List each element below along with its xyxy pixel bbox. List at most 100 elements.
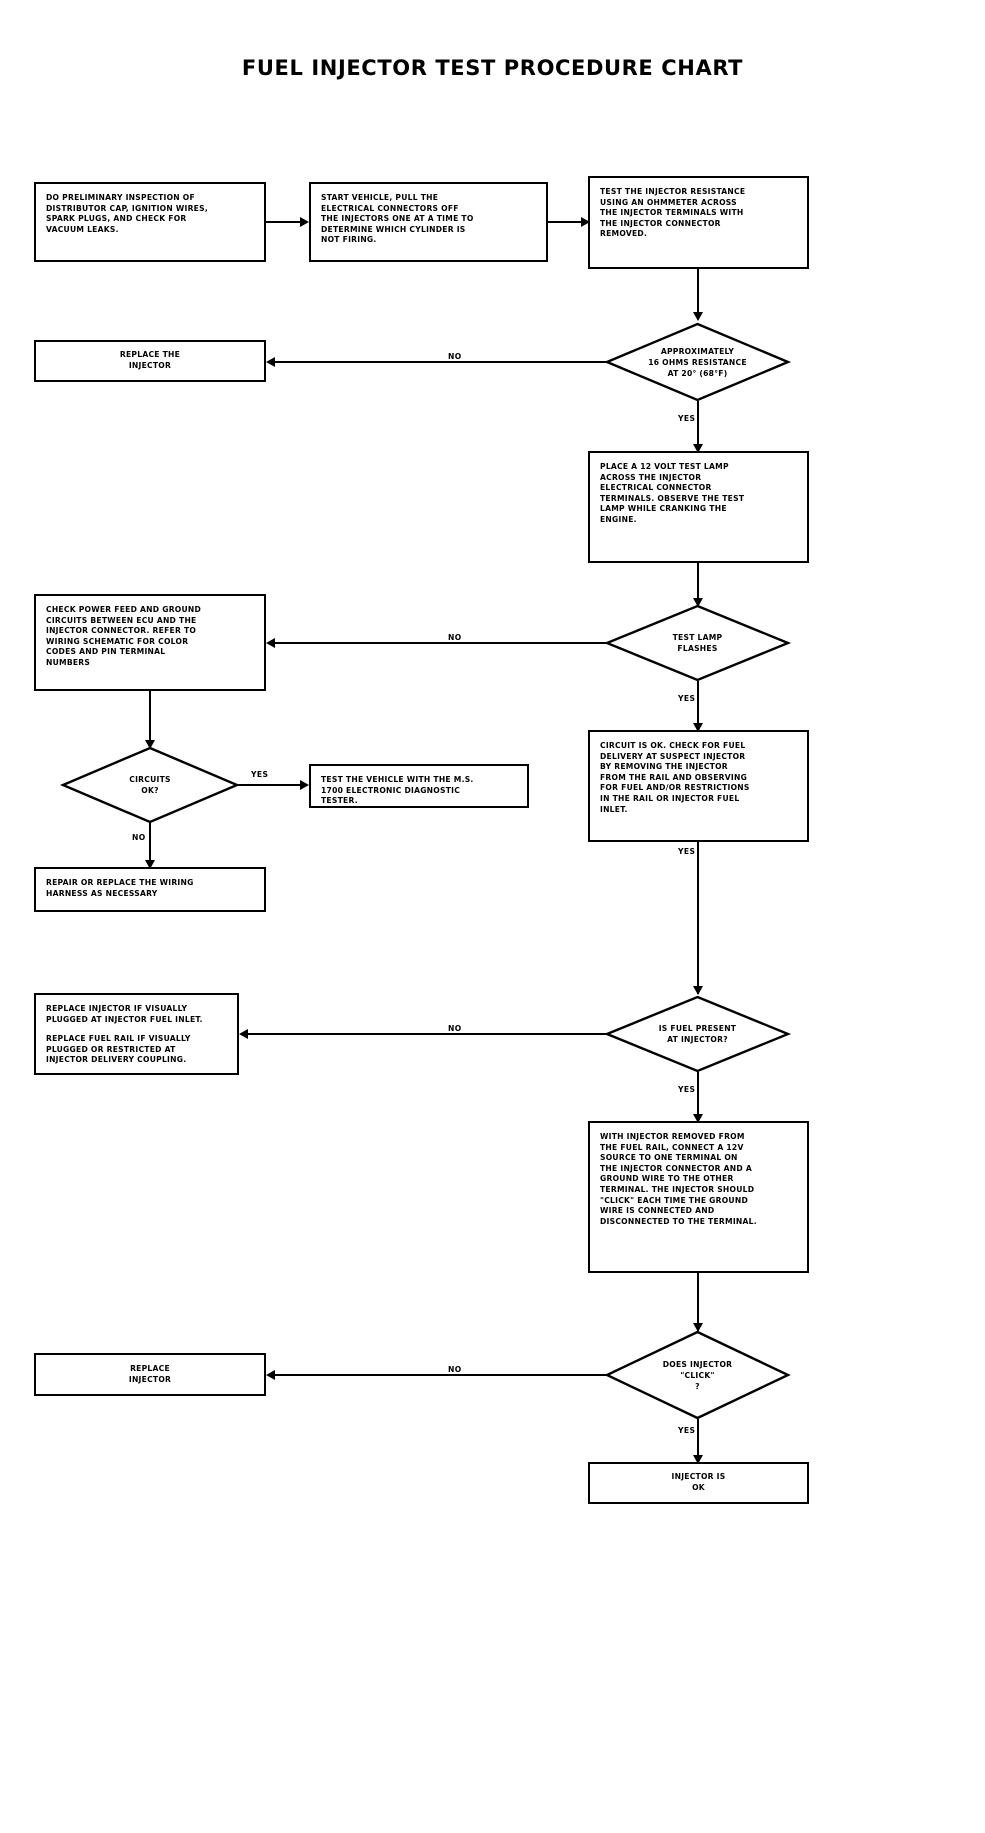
decision-injector-clicks: DOES INJECTOR "CLICK" ?	[604, 1330, 791, 1420]
arrowhead-icon	[693, 598, 703, 607]
arrowhead-icon	[300, 217, 309, 227]
arrowhead-icon	[693, 1323, 703, 1332]
node-text-line: BY REMOVING THE INJECTOR	[600, 762, 728, 772]
decision-text-line: 16 OHMS RESISTANCE	[648, 357, 747, 367]
node-text-line: REPLACE FUEL RAIL IF VISUALLY	[46, 1034, 191, 1044]
arrowhead-icon	[693, 986, 703, 995]
node-text-line: PLUGGED OR RESTRICTED AT	[46, 1044, 176, 1054]
node-text-line: DETERMINE WHICH CYLINDER IS	[321, 224, 466, 234]
node-ms1700-tester: TEST THE VEHICLE WITH THE M.S. 1700 ELEC…	[309, 764, 529, 808]
edge-label-yes: YES	[249, 770, 271, 779]
decision-test-lamp-flashes: TEST LAMP FLASHES	[603, 604, 792, 682]
node-text-line: THE INJECTORS ONE AT A TIME TO	[321, 214, 474, 224]
node-text-line: LAMP WHILE CRANKING THE	[600, 504, 727, 514]
node-text-line: INJECTOR	[128, 361, 172, 370]
node-text-line: HARNESS AS NECESSARY	[46, 888, 158, 898]
decision-text-line: AT INJECTOR?	[667, 1035, 728, 1044]
node-text-line: WIRING SCHEMATIC FOR COLOR	[46, 636, 189, 646]
node-check-power-feed: CHECK POWER FEED AND GROUND CIRCUITS BET…	[34, 594, 266, 691]
edge-label-no: NO	[446, 633, 464, 642]
decision-text-line: TEST LAMP	[672, 633, 723, 642]
node-text-line: FOR FUEL AND/OR RESTRICTIONS	[600, 783, 750, 793]
node-replace-injector-or-rail: REPLACE INJECTOR IF VISUALLY PLUGGED AT …	[34, 993, 239, 1075]
node-text-line: CODES AND PIN TERMINAL	[46, 647, 166, 657]
edge-d3-n8	[149, 823, 151, 868]
edge-label-no: NO	[446, 352, 464, 361]
node-check-fuel-delivery: CIRCUIT IS OK. CHECK FOR FUEL DELIVERY A…	[588, 730, 809, 842]
node-text-line: ENGINE.	[600, 514, 637, 524]
edge-n11-d5	[697, 1273, 699, 1331]
edge-label-yes: YES	[676, 1085, 698, 1094]
decision-text-line: "CLICK"	[680, 1370, 715, 1380]
node-text-line: THE INJECTOR CONNECTOR AND A	[600, 1163, 752, 1173]
node-text-line: SPARK PLUGS, AND CHECK FOR	[46, 214, 187, 224]
node-text-line: REPAIR OR REPLACE THE WIRING	[46, 878, 194, 887]
edge-label-yes: YES	[676, 1426, 698, 1435]
node-text-line: INJECTOR	[128, 1374, 172, 1384]
node-text-line: NOT FIRING.	[321, 235, 377, 245]
decision-text-line: ?	[695, 1381, 700, 1391]
edge-label-no: NO	[130, 833, 148, 842]
edge-n2-n3	[548, 221, 584, 223]
arrowhead-icon	[300, 780, 309, 790]
decision-text-line: APPROXIMATELY	[660, 346, 735, 356]
node-text-line: START VEHICLE, PULL THE	[321, 193, 439, 202]
node-text-line: TEST THE INJECTOR RESISTANCE	[600, 187, 746, 196]
node-text-line: GROUND WIRE TO THE OTHER	[600, 1174, 734, 1184]
node-text-line: TERMINALS. OBSERVE THE TEST	[600, 493, 745, 503]
edge-d1-n4	[271, 361, 607, 363]
arrowhead-icon	[239, 1029, 248, 1039]
node-text-line: PLACE A 12 VOLT TEST LAMP	[600, 462, 729, 471]
node-text-line: ELECTRICAL CONNECTOR	[600, 483, 712, 493]
edge-label-no: NO	[446, 1024, 464, 1033]
arrowhead-icon	[693, 1455, 703, 1464]
decision-text-line: OK?	[141, 786, 159, 795]
edge-d3-n7	[238, 784, 306, 786]
decision-fuel-present: IS FUEL PRESENT AT INJECTOR?	[603, 995, 792, 1073]
node-text-line: REPLACE	[130, 1363, 170, 1373]
edge-label-yes: YES	[676, 414, 698, 423]
edge-label-no: NO	[446, 1365, 464, 1374]
edge-d4-n11	[697, 1072, 699, 1122]
node-text-line: "CLICK" EACH TIME THE GROUND	[600, 1195, 749, 1205]
diamond-shape	[603, 995, 792, 1073]
node-repair-harness: REPAIR OR REPLACE THE WIRING HARNESS AS …	[34, 867, 266, 912]
node-text-line: INJECTOR DELIVERY COUPLING.	[46, 1055, 187, 1065]
edge-d5-n12	[271, 1374, 607, 1376]
arrowhead-icon	[693, 312, 703, 321]
node-text-line: 1700 ELECTRONIC DIAGNOSTIC	[321, 785, 461, 795]
edge-n5-d2	[697, 563, 699, 607]
node-text-line: REPLACE THE	[119, 350, 181, 360]
node-text-line: INJECTOR IS	[671, 1472, 726, 1482]
arrowhead-icon	[266, 1370, 275, 1380]
node-test-lamp-setup: PLACE A 12 VOLT TEST LAMP ACROSS THE INJ…	[588, 451, 809, 563]
node-text-line: DELIVERY AT SUSPECT INJECTOR	[600, 751, 746, 761]
edge-d5-n13	[697, 1419, 699, 1463]
edge-d4-n10	[244, 1033, 607, 1035]
node-click-test-setup: WITH INJECTOR REMOVED FROM THE FUEL RAIL…	[588, 1121, 809, 1273]
edge-n6-d3	[149, 691, 151, 747]
arrowhead-icon	[145, 740, 155, 749]
arrowhead-icon	[266, 638, 275, 648]
decision-text-line: FLASHES	[677, 644, 718, 653]
node-text-line: DO PRELIMINARY INSPECTION OF	[46, 193, 195, 202]
node-text-line: TEST THE VEHICLE WITH THE M.S.	[321, 775, 474, 784]
node-text-line: INJECTOR CONNECTOR. REFER TO	[46, 626, 197, 636]
edge-d2-n9	[697, 681, 699, 731]
decision-text-line: DOES INJECTOR	[662, 1359, 733, 1369]
arrowhead-icon	[145, 860, 155, 869]
diamond-shape	[59, 746, 241, 824]
decision-text-line: IS FUEL PRESENT	[658, 1024, 737, 1033]
node-text-line: SOURCE TO ONE TERMINAL ON	[600, 1153, 738, 1163]
node-text-line: WIRE IS CONNECTED AND	[600, 1206, 715, 1216]
node-text-line: CHECK POWER FEED AND GROUND	[46, 605, 202, 614]
node-text-line: INLET.	[600, 804, 628, 814]
decision-circuits-ok: CIRCUITS OK?	[59, 746, 241, 824]
node-text-line: THE FUEL RAIL, CONNECT A 12V	[600, 1142, 744, 1152]
node-test-resistance: TEST THE INJECTOR RESISTANCE USING AN OH…	[588, 176, 809, 269]
node-text-line: ELECTRICAL CONNECTORS OFF	[321, 203, 459, 213]
node-start-vehicle: START VEHICLE, PULL THE ELECTRICAL CONNE…	[309, 182, 548, 262]
node-injector-ok: INJECTOR IS OK	[588, 1462, 809, 1504]
node-text-line: NUMBERS	[46, 657, 91, 667]
